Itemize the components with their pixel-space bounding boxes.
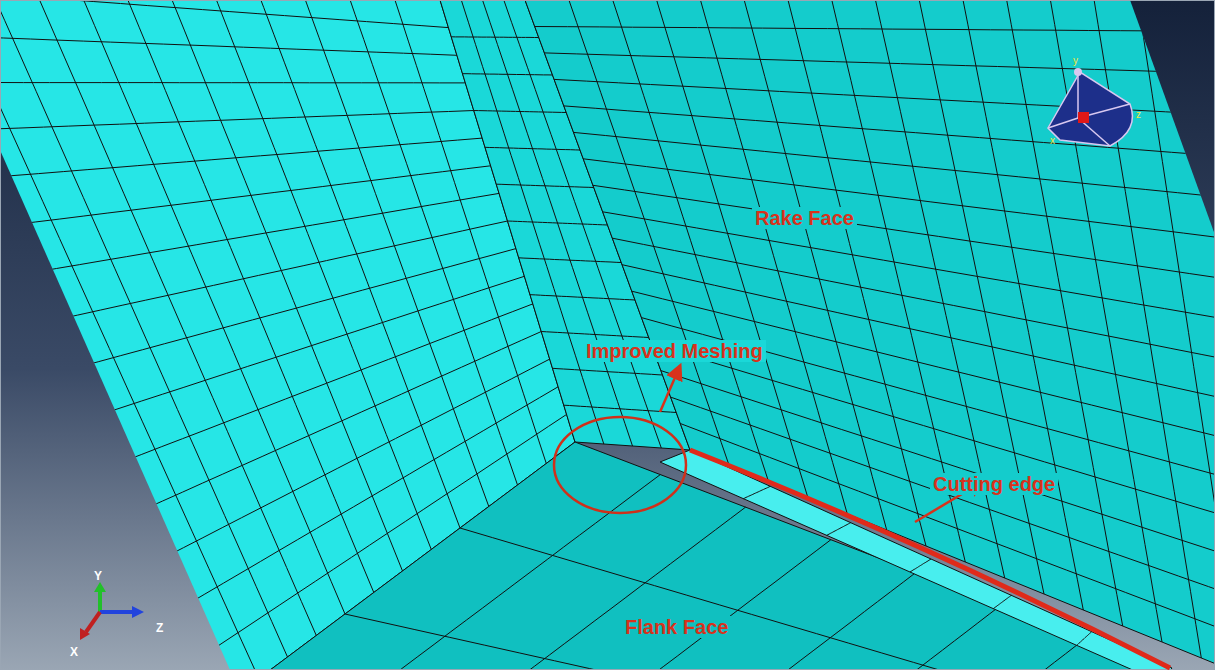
mesh-line: [743, 486, 770, 498]
mesh-line: [743, 0, 886, 530]
mesh-line: [77, 249, 516, 368]
mesh-line: [569, 0, 730, 466]
mesh-line: [1077, 632, 1092, 646]
mesh-line: [463, 74, 553, 75]
mesh-line: [993, 595, 1011, 608]
axis-label: X: [70, 646, 78, 658]
mesh-line: [551, 540, 831, 670]
mesh-line: [300, 0, 489, 507]
mesh-line: [612, 0, 768, 482]
mesh-line: [143, 332, 542, 511]
mesh-line: [121, 304, 533, 463]
face-label: Flank Face: [622, 616, 731, 638]
mesh-line: [1049, 0, 1162, 642]
axis-label: Z: [156, 622, 163, 634]
mesh-line: [451, 36, 539, 38]
mesh-line: [632, 291, 1215, 443]
mesh-line: [474, 111, 567, 113]
mesh-line: [541, 332, 649, 338]
axis-label: x: [1050, 136, 1055, 146]
mesh-line: [651, 344, 1215, 525]
face-label: Rake Face: [752, 207, 857, 229]
mesh-line: [337, 475, 660, 670]
axis-label: y: [1073, 56, 1078, 66]
mesh-line: [519, 258, 622, 263]
mesh-line: [0, 0, 448, 28]
mesh-line: [99, 276, 525, 415]
mesh-line: [67, 0, 345, 614]
mesh-line: [508, 221, 608, 225]
mesh-line: [20, 0, 316, 636]
axis-label: z: [1136, 110, 1141, 120]
mesh-line: [0, 82, 465, 83]
mesh-line: [622, 265, 1215, 402]
mesh-line: [113, 0, 374, 593]
mesh-line: [0, 111, 474, 131]
mesh-line: [873, 637, 1087, 670]
mesh-line: [787, 0, 926, 546]
callout-label: Improved Meshing: [583, 340, 766, 362]
mesh-line: [656, 0, 808, 498]
mesh-line: [485, 147, 580, 150]
mesh-line: [544, 53, 1191, 73]
mesh-line: [700, 0, 848, 514]
mesh-line: [962, 0, 1084, 610]
mesh-line: [910, 559, 931, 572]
axis-label: Y: [94, 570, 102, 582]
mesh-line: [827, 523, 851, 536]
mesh-line: [11, 166, 490, 225]
mesh-line: [33, 193, 499, 272]
mesh-line: [444, 507, 745, 670]
mesh-face: [230, 442, 1172, 670]
mesh-face: [660, 450, 1172, 670]
mesh-line: [0, 0, 259, 670]
mesh-line: [530, 295, 635, 300]
mesh-line: [535, 27, 1186, 32]
mesh-line: [55, 221, 508, 320]
cutting-edge-line: [690, 450, 1170, 668]
highlight-circle: [554, 417, 686, 513]
mesh-line: [603, 212, 1215, 320]
mesh-line: [766, 605, 1002, 670]
mesh-line: [253, 0, 460, 528]
mesh-line: [496, 184, 594, 187]
mesh-line: [0, 138, 482, 177]
axis-triad: [80, 582, 144, 640]
leader-arrow: [660, 366, 680, 412]
mesh-line: [0, 35, 457, 55]
callout-label: Cutting edge: [930, 473, 1058, 495]
mesh-line: [593, 185, 1215, 278]
mesh-line: [345, 614, 1044, 670]
view-cube: [1048, 68, 1133, 146]
mesh-line: [0, 0, 288, 657]
mesh-line: [1136, 0, 1215, 670]
mesh-line: [553, 368, 663, 375]
